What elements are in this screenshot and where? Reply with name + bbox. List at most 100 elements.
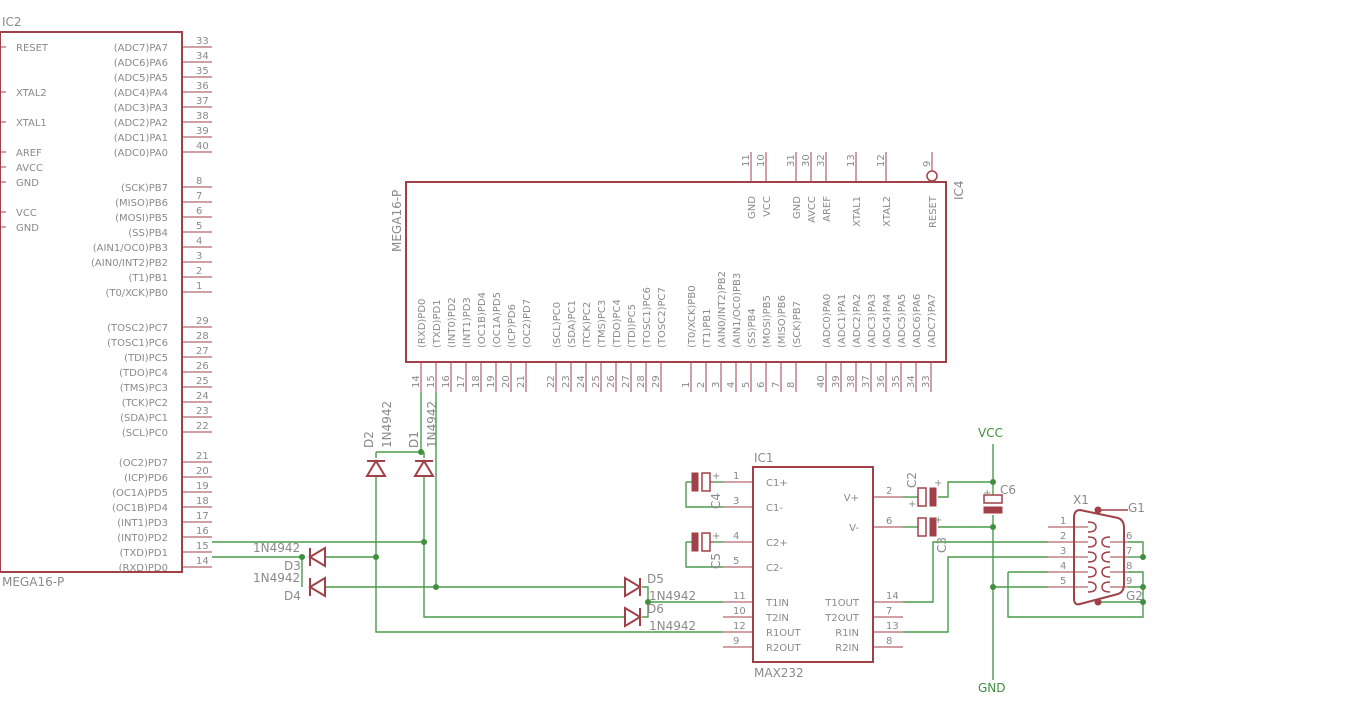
ic4-pin-number: 26 — [606, 375, 617, 388]
ic1-pin-number: 8 — [886, 636, 892, 647]
ic2-pin-number: 4 — [196, 236, 202, 247]
net-vcc-label: VCC — [978, 426, 1003, 440]
svg-text:+: + — [934, 515, 942, 526]
ic2-pin-label: (ICP)PD6 — [124, 473, 168, 484]
ic2-pin-number: 1 — [196, 281, 202, 292]
ic2-pin-number: 8 — [196, 176, 202, 187]
capacitor-c3: + C3 — [917, 515, 949, 553]
ic1-name: IC1 — [754, 451, 774, 465]
diodes: D1 1N4942 D2 1N4942 1N4942 D3 1N4942 D4 — [253, 401, 696, 633]
ic2-pin-label: GND — [16, 223, 39, 234]
ic1-pin-number: 11 — [733, 591, 746, 602]
ic1-pin-number: 1 — [733, 471, 739, 482]
ic1-pin-label: V- — [849, 523, 859, 534]
ic2-pin-label: (INT1)PD3 — [117, 518, 168, 529]
d5-value: 1N4942 — [649, 589, 696, 603]
x1-pin-contact — [1101, 566, 1111, 578]
wire-r1in-x1 — [903, 556, 1048, 633]
wire-x1-p4-loop — [1007, 572, 1144, 618]
d2-value: 1N4942 — [380, 401, 394, 448]
junction-vcc — [990, 479, 996, 485]
ic2-right-pins: (ADC7)PA733(ADC6)PA634(ADC5)PA535(ADC4)P… — [91, 36, 212, 574]
ic2-pin-label: (OC1A)PD5 — [112, 488, 168, 499]
ic2-pin-label: (SCL)PC0 — [122, 428, 168, 439]
ic2-pin-number: 25 — [196, 376, 209, 387]
ic2-pin-number: 39 — [196, 126, 209, 137]
ic2-pin-label: (T0/XCK)PB0 — [105, 288, 168, 299]
x1-pin-contact — [1101, 581, 1111, 593]
ic4-pin-label: (T0/XCK)PB0 — [687, 285, 698, 348]
ic2-pin-number: 40 — [196, 141, 209, 152]
wire-d2-r1out — [375, 476, 723, 633]
ic1-pin-number: 7 — [886, 606, 892, 617]
ic2-pin-label: AVCC — [16, 163, 43, 174]
ic4-pin-label: (ICP)PD6 — [507, 304, 518, 348]
x1-g1: G1 — [1128, 501, 1145, 515]
d3-value: 1N4942 — [253, 541, 300, 555]
ic4-pin-label: (AIN0/INT2)PB2 — [717, 271, 728, 348]
ic1-left-pins: C1+1C1-3C2+4C2-5T1IN11T2IN10R1OUT12R2OUT… — [723, 471, 802, 654]
ic2-pin-number: 26 — [196, 361, 209, 372]
ic2-pin-number: 14 — [196, 556, 209, 567]
ic4-pin-label: (ADC0)PA0 — [822, 294, 833, 348]
ic4-pin-label: (ADC7)PA7 — [927, 294, 938, 348]
ic2-pin-label: (TCK)PC2 — [122, 398, 168, 409]
capacitor-c5: + C5 — [691, 531, 723, 569]
ic4-pin-number: 14 — [411, 375, 422, 388]
ic4-mega16: IC4 MEGA16-P GND11VCC10GND31AVCC30AREF32… — [390, 152, 966, 392]
ic4-pin-label: RESET — [928, 195, 939, 228]
ic4-pin-number: 12 — [876, 154, 887, 167]
ic2-pin-number: 7 — [196, 191, 202, 202]
ic1-pin-label: V+ — [844, 493, 859, 504]
ic2-pin-label: AREF — [16, 148, 42, 159]
ic4-pin-label: (INT1)PD3 — [462, 297, 473, 348]
x1-pin-contact — [1087, 581, 1097, 593]
ic4-pin-label: (T1)PB1 — [702, 308, 713, 348]
ic4-pin-label: (OC1A)PD5 — [492, 292, 503, 348]
ic2-pin-label: (RXD)PD0 — [119, 563, 168, 574]
x1-pin-number: 6 — [1126, 531, 1132, 542]
ic2-pin-label: (ADC6)PA6 — [114, 58, 168, 69]
ic4-value: MEGA16-P — [390, 190, 404, 252]
ic1-pin-label: C2+ — [766, 538, 788, 549]
ic1-pin-number: 14 — [886, 591, 899, 602]
ic1-pin-label: R1OUT — [766, 628, 802, 639]
svg-text:+: + — [908, 499, 916, 510]
ic2-pin-number: 3 — [196, 251, 202, 262]
capacitor-c4: + C4 — [691, 471, 723, 509]
ic1-pin-label: C2- — [766, 563, 783, 574]
ic4-pin-number: 28 — [636, 375, 647, 388]
x1-pin-number: 1 — [1060, 516, 1066, 527]
ic4-pin-number: 34 — [906, 375, 917, 388]
ic4-pin-label: (SCL)PC0 — [552, 302, 563, 348]
d1-name: D1 — [407, 431, 421, 448]
x1-pin-number: 9 — [1126, 576, 1132, 587]
ic4-pin-number: 33 — [921, 375, 932, 388]
ic4-pin-number: 15 — [426, 375, 437, 388]
junction-d5-d6 — [645, 599, 651, 605]
diode-d5: D5 1N4942 — [624, 572, 696, 603]
ic2-pin-number: 5 — [196, 221, 202, 232]
ic4-pin-label: (INT0)PD2 — [447, 297, 458, 348]
x1-pin-contact — [1087, 566, 1097, 578]
ic4-pin-label: AREF — [822, 196, 833, 222]
ic2-name: IC2 — [2, 15, 22, 29]
ic4-pin-number: 1 — [681, 382, 692, 388]
diode-d2: D2 1N4942 — [362, 401, 394, 477]
ic4-body — [405, 181, 947, 363]
ic2-pin-number: 34 — [196, 51, 209, 62]
wire-t1out-x1 — [903, 541, 1048, 603]
d1-value: 1N4942 — [425, 401, 439, 448]
ic2-pin-number: 20 — [196, 466, 209, 477]
junction-x1-7 — [1140, 554, 1146, 560]
ic1-body — [752, 466, 874, 663]
ic4-pin-number: 19 — [486, 375, 497, 388]
ic1-max232: IC1 MAX232 C1+1C1-3C2+4C2-5T1IN11T2IN10R… — [723, 451, 903, 680]
svg-text:+: + — [983, 488, 991, 499]
junction-rxd — [373, 554, 379, 560]
ic2-pin-label: (ADC4)PA4 — [114, 88, 168, 99]
ic2-pin-number: 28 — [196, 331, 209, 342]
d6-value: 1N4942 — [649, 619, 696, 633]
